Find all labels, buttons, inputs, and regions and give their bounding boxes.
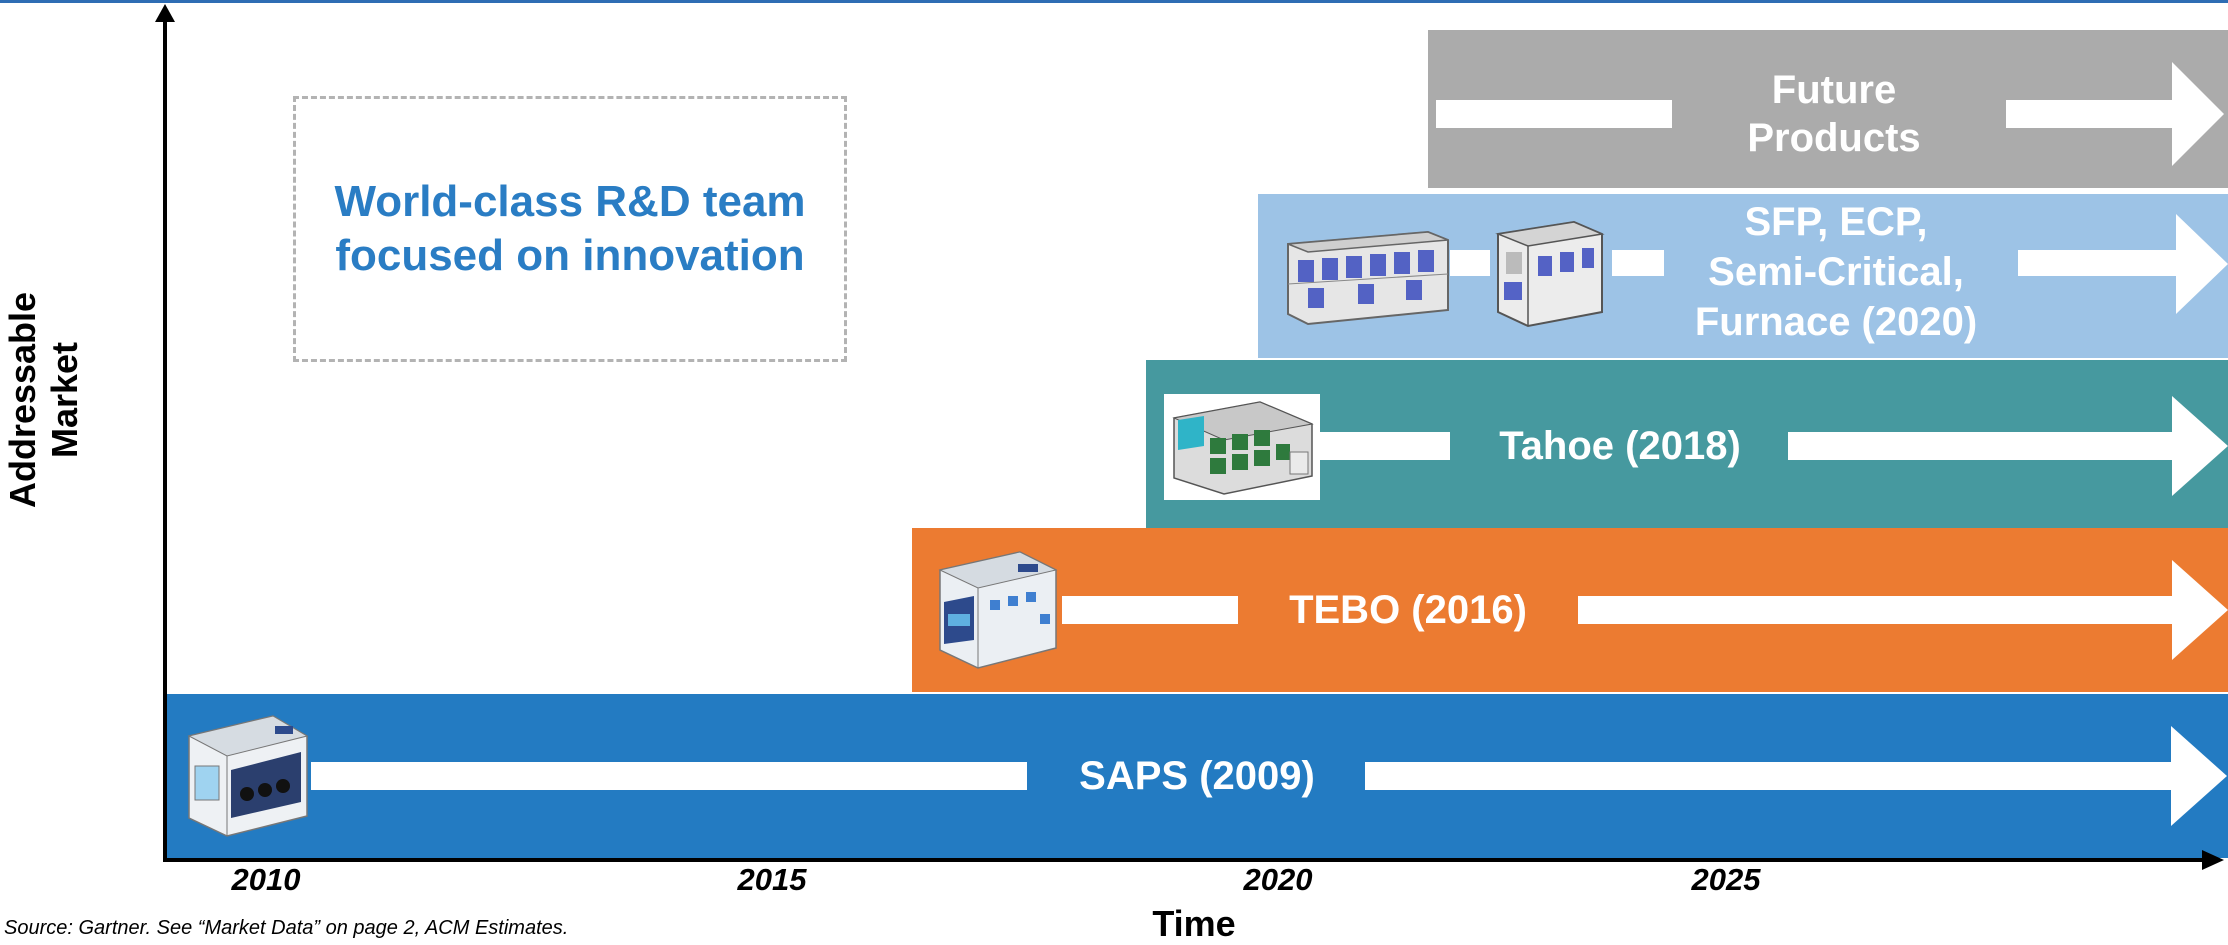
x-axis-label: Time: [1152, 903, 1236, 944]
arrow-shaft: [1612, 250, 1664, 276]
x-tick-2015: 2015: [737, 862, 807, 897]
rd-callout-box: World-class R&D team focused on innovati…: [293, 96, 847, 362]
arrow-shaft: [311, 762, 1027, 790]
tahoe-tool-image: [1164, 394, 1320, 500]
arrow-head: [2172, 396, 2228, 496]
arrow-shaft: [1788, 432, 2172, 460]
top-rule: [0, 0, 2228, 3]
band-sfp: SFP, ECP, Semi-Critical, Furnace (2020): [1258, 194, 2228, 358]
band-saps: SAPS (2009): [167, 694, 2228, 858]
arrow-shaft: [2018, 250, 2176, 276]
x-axis: [163, 858, 2203, 862]
arrow-head: [2172, 560, 2228, 660]
x-tick-2020: 2020: [1243, 862, 1313, 897]
arrow-head: [2176, 214, 2228, 314]
band-future-products: Future Products: [1428, 30, 2228, 188]
y-axis: [163, 18, 167, 862]
y-axis-arrowhead: [155, 4, 175, 22]
x-tick-2010: 2010: [231, 862, 301, 897]
arrow-shaft: [1578, 596, 2172, 624]
source-note: Source: Gartner. See “Market Data” on pa…: [4, 917, 569, 939]
arrow-shaft: [1436, 100, 1672, 128]
saps-tool-image: [187, 715, 309, 837]
arrow-shaft: [1062, 596, 1238, 624]
band-label-future: Future Products: [1747, 68, 1921, 160]
arrow-shaft: [1450, 250, 1490, 276]
arrow-head: [2171, 726, 2227, 826]
y-axis-label: Addressable Market: [2, 291, 85, 509]
band-label-tebo: TEBO (2016): [1289, 588, 1527, 632]
ecp-tool-image: [1495, 220, 1605, 328]
band-label-tahoe: Tahoe (2018): [1499, 424, 1741, 468]
rd-callout-text: World-class R&D team focused on innovati…: [334, 177, 806, 280]
x-tick-2025: 2025: [1691, 862, 1761, 897]
sfp-tool-image: [1287, 230, 1449, 326]
x-axis-arrowhead: [2202, 850, 2224, 870]
arrow-shaft: [1320, 432, 1450, 460]
band-tahoe: Tahoe (2018): [1146, 360, 2228, 528]
arrow-shaft: [1365, 762, 2171, 790]
band-label-sfp: SFP, ECP, Semi-Critical, Furnace (2020): [1694, 200, 1978, 344]
band-label-saps: SAPS (2009): [1079, 754, 1315, 798]
band-tebo: TEBO (2016): [912, 528, 2228, 692]
tebo-tool-image: [938, 551, 1058, 669]
arrow-head: [2172, 62, 2224, 166]
arrow-shaft: [2006, 100, 2172, 128]
